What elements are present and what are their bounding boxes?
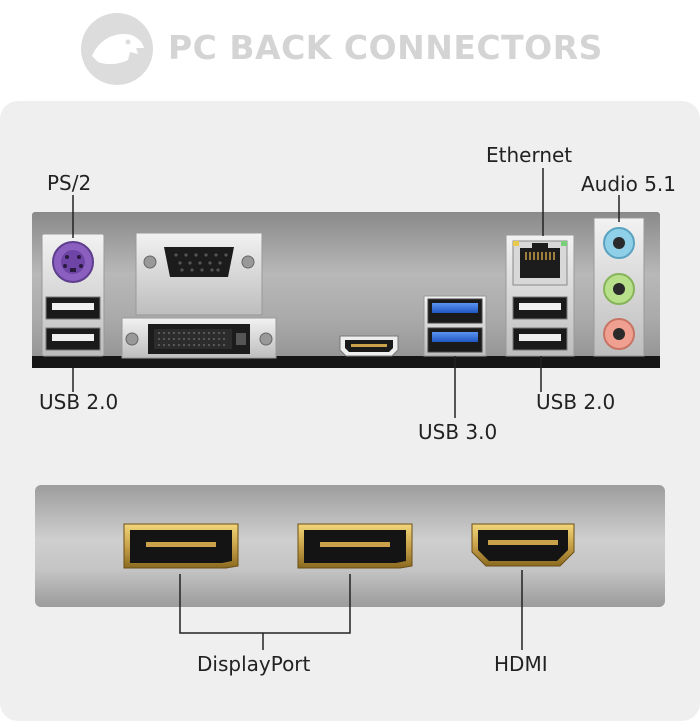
graphics-ports-drawing xyxy=(123,523,575,569)
label-usb20-right: USB 2.0 xyxy=(536,390,616,414)
label-ethernet: Ethernet xyxy=(486,143,573,167)
displayport-port-2[interactable] xyxy=(297,523,413,569)
hdmi-port[interactable] xyxy=(471,523,575,567)
ps2-port[interactable] xyxy=(52,241,94,283)
io-ports-drawing xyxy=(41,217,645,359)
label-displayport: DisplayPort xyxy=(197,652,311,676)
audio-jack-green[interactable] xyxy=(603,273,635,305)
label-ps2: PS/2 xyxy=(47,171,92,195)
callout-lines xyxy=(72,168,620,650)
dinosaur-logo-icon xyxy=(81,13,153,85)
io-shield-shadow xyxy=(32,356,660,368)
label-usb20-left: USB 2.0 xyxy=(39,390,119,414)
vga-port[interactable] xyxy=(143,247,255,277)
hdmi-port-io[interactable] xyxy=(339,335,399,357)
page-title: PC BACK CONNECTORS xyxy=(168,28,603,67)
usb3-port-bottom[interactable] xyxy=(427,327,483,353)
label-hdmi: HDMI xyxy=(494,652,548,676)
usb3-stack xyxy=(423,295,487,357)
dvi-port[interactable] xyxy=(125,324,273,354)
audio-jack-pink[interactable] xyxy=(603,318,635,350)
label-usb30: USB 3.0 xyxy=(418,420,498,444)
usb2-port-right-bottom[interactable] xyxy=(512,327,568,351)
displayport-bracket-line xyxy=(179,574,351,634)
ethernet-port[interactable] xyxy=(512,240,568,286)
usb3-port-top[interactable] xyxy=(427,298,483,324)
ethernet-usb-stack xyxy=(505,234,575,357)
vga-dvi-stack xyxy=(121,232,277,359)
displayport-port-1[interactable] xyxy=(123,523,239,569)
usb2-port-left-top[interactable] xyxy=(45,296,101,320)
label-audio: Audio 5.1 xyxy=(581,172,677,196)
logo xyxy=(80,12,154,86)
audio-jack-blue[interactable] xyxy=(603,227,635,259)
usb2-port-left-bottom[interactable] xyxy=(45,327,101,351)
ps2-usb-stack xyxy=(41,233,105,357)
usb2-port-right-top[interactable] xyxy=(512,296,568,320)
